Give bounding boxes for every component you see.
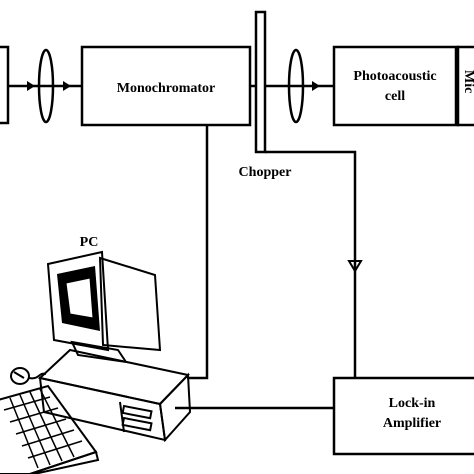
light-source-box [0,45,10,125]
chopper-reference-line [265,150,357,378]
lens-icon [37,48,55,124]
computer-icon [37,250,192,443]
chopper-label: Chopper [239,165,292,180]
arrow-icon [63,81,71,91]
chopper-blade [254,10,267,154]
pc-label: PC [80,235,99,250]
photoacoustic-cell-label-line1: Photoacoustic [353,69,436,84]
photoacoustic-cell-label-line2: cell [385,89,405,104]
lockin-label-line2: Amplifier [383,416,441,431]
arrow-icon [347,260,363,273]
mic-box [456,45,474,127]
arrow-icon [27,81,35,91]
arrow-icon [312,81,320,91]
keyboard-icon [0,384,100,474]
mouse-icon [10,367,47,385]
lens-icon [287,48,305,124]
mic-label: Mic [461,70,474,93]
lockin-label-line1: Lock-in [389,396,436,411]
monochromator-label: Monochromator [117,81,216,96]
lockin-amplifier-box [332,376,474,456]
photoacoustic-cell-box [332,45,460,127]
monochromator-control-line [187,125,209,380]
monochromator-box [80,45,252,127]
